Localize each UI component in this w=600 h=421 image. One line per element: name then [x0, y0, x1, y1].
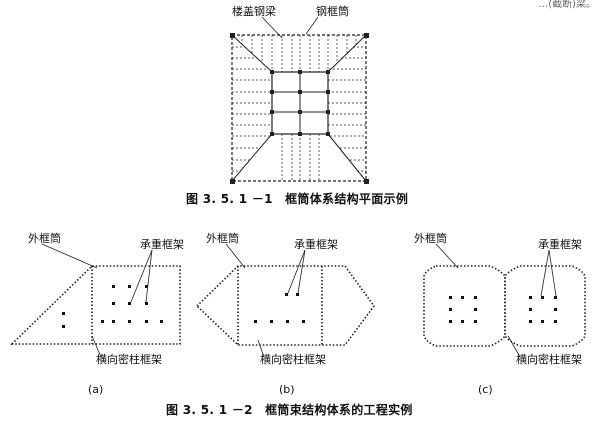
- figure2c-plan: [423, 243, 586, 358]
- floor-beams-top: [241, 35, 357, 72]
- top-corner-text: …(截断)梁。: [538, 0, 596, 10]
- sublabel-c: (c): [478, 383, 493, 396]
- label-c-outer-tube: 外框筒: [414, 232, 447, 245]
- diagonal-bl: [231, 133, 273, 182]
- core-nodes: [230, 33, 369, 184]
- label-a-bearing-frame: 承重框架: [140, 238, 184, 251]
- label-b-outer-tube: 外框筒: [206, 232, 239, 245]
- leader-floor-beam: [261, 16, 283, 39]
- floor-beams-left: [232, 46, 272, 172]
- diagonal-br: [327, 133, 367, 182]
- leader-steel-tube: [305, 16, 319, 35]
- outer-tube-c-right: [504, 265, 586, 347]
- sublabel-a: (a): [88, 383, 104, 396]
- columns-c: [449, 296, 557, 323]
- figure1-caption: 图 3. 5. 1 －1 框筒体系结构平面示例: [186, 192, 409, 206]
- label-floor-steel-beam: 楼盖钢梁: [232, 5, 276, 18]
- label-b-bearing-frame: 承重框架: [294, 238, 338, 251]
- outer-steel-tube: [231, 34, 367, 182]
- figure2b-plan: [195, 243, 375, 358]
- columns-b: [254, 293, 305, 323]
- label-a-outer-tube: 外框筒: [28, 232, 61, 245]
- label-steel-framed-tube: 钢框筒: [316, 5, 349, 18]
- figure2a-plan: [10, 243, 181, 358]
- sublabel-b: (b): [279, 383, 295, 396]
- outer-tube-c-left: [423, 265, 506, 347]
- label-a-dense-column-frame: 横向密柱框架: [96, 353, 162, 366]
- floor-beams-bottom: [281, 134, 320, 181]
- figure2-caption: 图 3. 5. 1 －2 框筒束结构体系的工程实例: [166, 403, 413, 417]
- label-c-bearing-frame: 承重框架: [538, 238, 582, 251]
- columns-a: [62, 285, 163, 328]
- floor-beams-right: [328, 46, 366, 172]
- label-c-dense-column-frame: 横向密柱框架: [516, 353, 582, 366]
- label-b-dense-column-frame: 横向密柱框架: [260, 353, 326, 366]
- figure1-plan: [230, 16, 369, 184]
- diagonal-tr: [327, 34, 367, 73]
- outer-tube-a: [10, 265, 181, 345]
- diagonal-tl: [231, 34, 273, 73]
- outer-tube-b: [195, 265, 375, 346]
